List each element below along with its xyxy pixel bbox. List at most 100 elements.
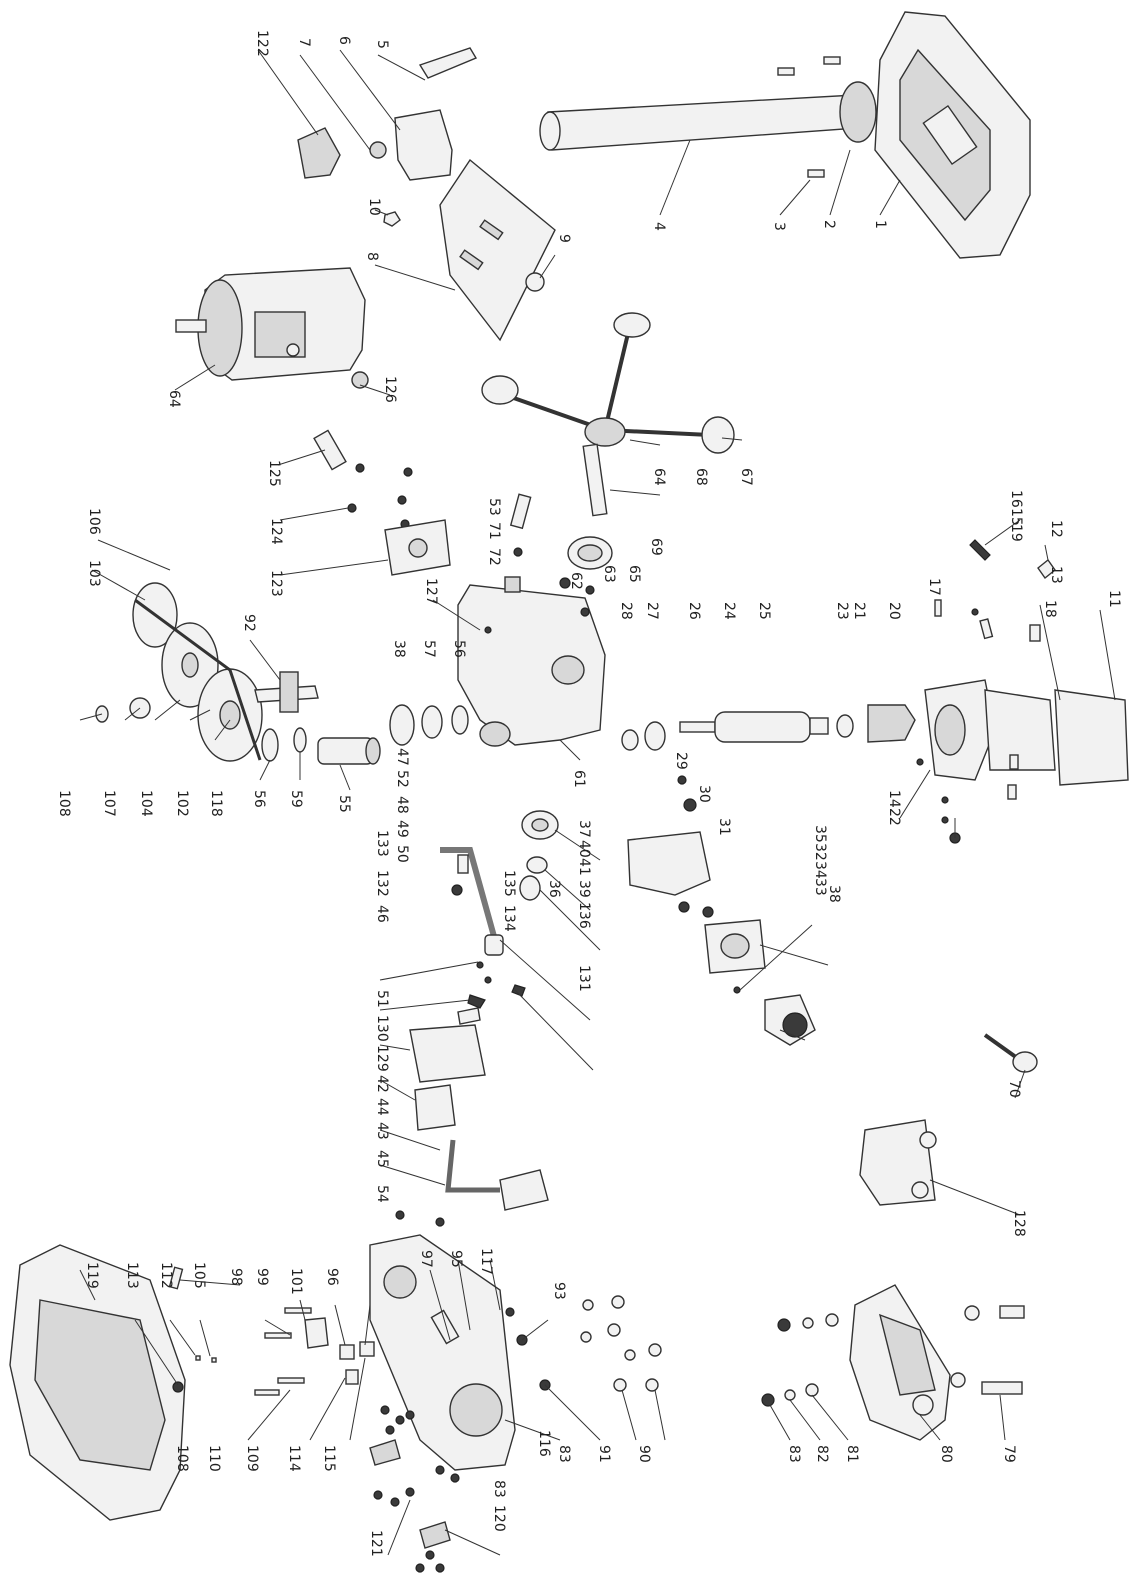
callout-50: 50 [394,845,410,863]
callout-14: 14 [886,790,902,808]
depth-ring [567,536,613,570]
callout-80: 80 [938,1445,954,1463]
housing-fasteners [168,1266,375,1396]
callout-44: 44 [374,1098,390,1116]
callout-20: 20 [886,602,902,620]
callout-56b: 56 [251,790,267,808]
switch-box [627,775,714,918]
callout-115: 115 [321,1445,337,1472]
switch-plate [704,919,766,994]
callout-114: 114 [286,1445,302,1472]
callout-57: 57 [421,640,437,658]
callout-33: 33 [812,878,828,896]
callout-5: 5 [374,40,390,49]
work-table [439,158,556,342]
callout-127: 127 [423,578,439,605]
pulley-assembly [95,582,307,762]
callout-93: 93 [551,1282,567,1300]
callout-56a: 56 [451,640,467,658]
callout-64a: 64 [166,390,182,408]
callout-71: 71 [486,522,502,540]
emergency-switch [764,994,816,1046]
chuck-guard [924,679,1129,786]
callout-12: 12 [1048,520,1064,538]
callout-129: 129 [374,1045,390,1072]
callout-132: 132 [374,870,390,897]
callout-133: 133 [374,830,390,857]
callout-82: 82 [814,1445,830,1463]
callout-labels: 122 7 6 5 10 9 8 4 3 2 1 126 64 125 124 … [56,30,1122,1557]
callout-42: 42 [374,1075,390,1093]
callout-32: 32 [812,843,828,861]
quill-spindle [621,704,916,751]
callout-69: 69 [648,538,664,556]
motor-plate [384,519,451,576]
callout-4: 4 [651,222,667,231]
callout-29: 29 [673,752,689,770]
callout-126: 126 [382,376,398,403]
pulley-housing [369,1234,516,1471]
head-small-parts [484,493,595,634]
callout-45: 45 [374,1150,390,1168]
callout-55: 55 [336,795,352,813]
callout-30: 30 [696,785,712,803]
callout-83c: 83 [491,1480,507,1498]
callout-90: 90 [636,1445,652,1463]
feed-handles [481,312,735,517]
callout-136: 136 [576,902,592,929]
callout-1: 1 [872,220,888,229]
callout-62: 62 [568,572,584,590]
callout-36: 36 [546,880,562,898]
callout-128: 128 [1011,1210,1027,1237]
callout-15: 15 [1008,508,1024,526]
callout-117: 117 [478,1248,494,1275]
callout-13: 13 [1048,566,1064,584]
callout-39: 39 [576,880,592,898]
callout-91: 91 [596,1445,612,1463]
callout-22: 22 [886,808,902,826]
callout-104: 104 [138,790,154,817]
callout-119: 119 [84,1262,100,1289]
callout-134: 134 [501,905,517,932]
callout-40: 40 [576,840,592,858]
callout-38a: 38 [391,640,407,658]
callout-2: 2 [821,220,837,229]
callout-106: 106 [86,508,102,535]
callout-41: 41 [576,858,592,876]
callout-26: 26 [686,602,702,620]
head-bearings [389,704,469,746]
callout-37: 37 [576,820,592,838]
callout-16: 16 [1008,490,1024,508]
callout-28: 28 [618,602,634,620]
machine-vise [761,1284,1025,1441]
callout-11: 11 [1106,590,1122,608]
callout-135: 135 [501,870,517,897]
callout-24: 24 [721,602,737,620]
callout-51: 51 [374,990,390,1008]
callout-83a: 83 [556,1445,572,1463]
callout-47: 47 [394,748,410,766]
callout-34: 34 [812,861,828,879]
callout-9: 9 [556,234,572,243]
callout-19: 19 [1008,524,1024,542]
callout-103: 103 [86,560,102,587]
callout-10: 10 [366,198,382,216]
callout-130: 130 [374,1015,390,1042]
callout-21: 21 [851,602,867,620]
callout-65: 65 [626,565,642,583]
power-cord [395,1139,549,1227]
callout-101: 101 [288,1268,304,1295]
callout-105: 105 [191,1262,207,1289]
callout-72: 72 [486,548,502,566]
callout-27: 27 [644,602,660,620]
callout-109: 109 [244,1445,260,1472]
housing-nuts [505,1295,662,1392]
callout-25: 25 [756,602,772,620]
callout-48: 48 [394,796,410,814]
callout-64b: 64 [651,468,667,486]
spindle-pulley [317,737,381,765]
callout-35: 35 [812,825,828,843]
depth-gear [519,810,559,901]
belt-cover [9,1244,186,1521]
callout-125: 125 [266,460,282,487]
